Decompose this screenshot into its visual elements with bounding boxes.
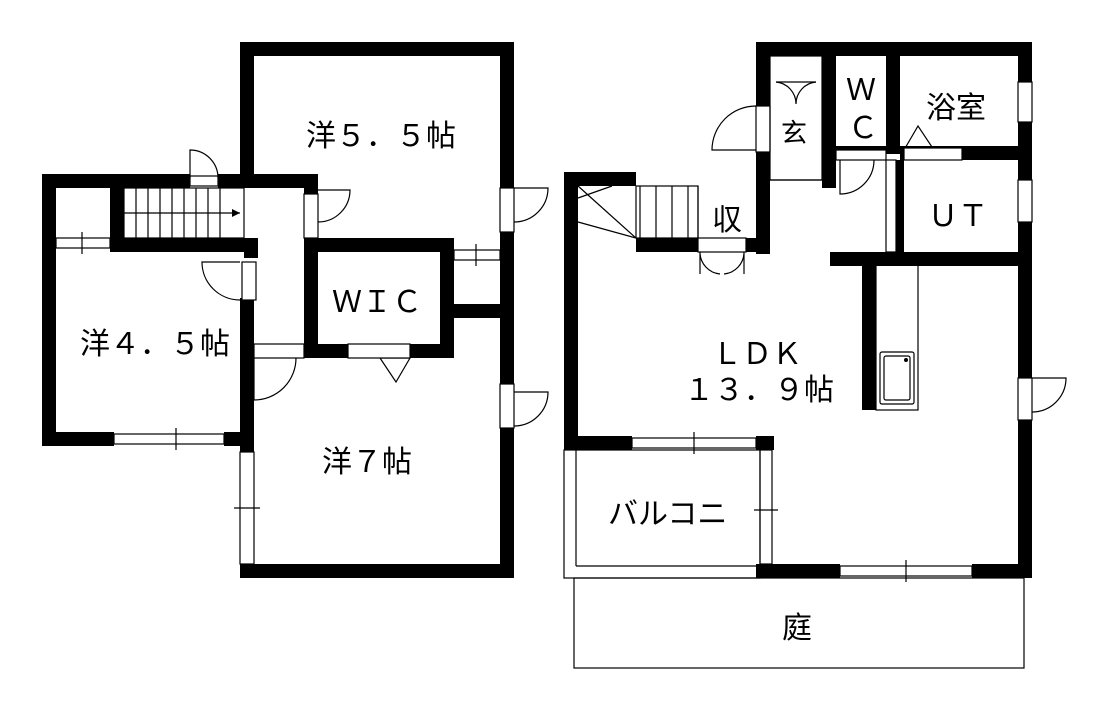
room-label-wic: ＷＩＣ (332, 285, 422, 320)
room-label-storage: 収 (712, 203, 742, 238)
right-unit-details (563, 55, 1067, 669)
room-label-western-4-5: 洋４．５帖 (80, 327, 230, 362)
room-label-ldk-size: １３．９帖 (684, 373, 834, 408)
room-label-balcony: バルコニ (608, 497, 727, 532)
room-label-garden: 庭 (782, 611, 812, 646)
room-label-entrance: 玄 (781, 119, 807, 149)
room-label-western-5-5: 洋５．５帖 (306, 119, 456, 154)
room-label-ldk-name: ＬＤＫ (712, 337, 802, 372)
room-label-wc-w: Ｗ (846, 73, 876, 108)
room-label-wc-c: Ｃ (848, 111, 878, 146)
room-label-western-7: 洋７帖 (322, 445, 412, 480)
left-unit-walls (42, 42, 514, 578)
room-label-ut: ＵＴ (928, 199, 988, 234)
room-label-bathroom: 浴室 (926, 91, 986, 126)
left-unit-details (55, 149, 549, 565)
